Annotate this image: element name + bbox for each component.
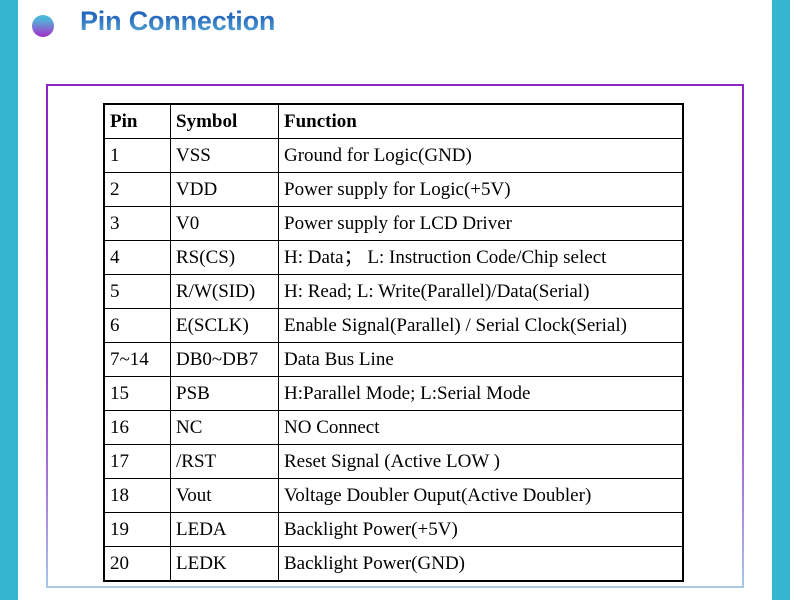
cell-function: Data Bus Line: [278, 342, 683, 377]
cell-symbol: LEDK: [170, 546, 279, 581]
cell-symbol: /RST: [170, 444, 279, 479]
cell-symbol: R/W(SID): [170, 274, 279, 309]
cell-function: Power supply for Logic(+5V): [278, 172, 683, 207]
cell-function: Reset Signal (Active LOW ): [278, 444, 683, 479]
cell-function: NO Connect: [278, 410, 683, 445]
cell-symbol: VDD: [170, 172, 279, 207]
cell-pin: 17: [104, 444, 171, 479]
cell-function: Backlight Power(GND): [278, 546, 683, 581]
cell-function: Enable Signal(Parallel) / Serial Clock(S…: [278, 308, 683, 343]
cell-pin: 6: [104, 308, 171, 343]
cell-function: H:Parallel Mode; L:Serial Mode: [278, 376, 683, 411]
cell-pin: 19: [104, 512, 171, 547]
cell-pin: 5: [104, 274, 171, 309]
column-header-symbol: Symbol: [170, 104, 279, 139]
column-header-pin: Pin: [104, 104, 171, 139]
cell-pin: 16: [104, 410, 171, 445]
cell-pin: 20: [104, 546, 171, 581]
column-header-function: Function: [278, 104, 683, 139]
left-accent-bar: [0, 0, 18, 600]
bullet-circle-icon: [32, 15, 54, 37]
page-title: Pin Connection: [80, 6, 276, 36]
cell-pin: 15: [104, 376, 171, 411]
cell-symbol: E(SCLK): [170, 308, 279, 343]
cell-symbol: V0: [170, 206, 279, 241]
cell-pin: 3: [104, 206, 171, 241]
cell-symbol: LEDA: [170, 512, 279, 547]
cell-pin: 7~14: [104, 342, 171, 377]
cell-function: Backlight Power(+5V): [278, 512, 683, 547]
cell-symbol: RS(CS): [170, 240, 279, 275]
right-accent-bar: [772, 0, 790, 600]
cell-function: H: Data； L: Instruction Code/Chip select: [278, 240, 683, 275]
cell-symbol: PSB: [170, 376, 279, 411]
cell-function: Ground for Logic(GND): [278, 138, 683, 173]
cell-pin: 4: [104, 240, 171, 275]
table-header-row: Pin Symbol Function: [104, 104, 683, 139]
cell-pin: 2: [104, 172, 171, 207]
cell-pin: 18: [104, 478, 171, 513]
cell-pin: 1: [104, 138, 171, 173]
cell-function: Voltage Doubler Ouput(Active Doubler): [278, 478, 683, 513]
cell-symbol: NC: [170, 410, 279, 445]
cell-function: H: Read; L: Write(Parallel)/Data(Serial): [278, 274, 683, 309]
cell-symbol: DB0~DB7: [170, 342, 279, 377]
slide-header: Pin Connection: [0, 0, 790, 62]
cell-function: Power supply for LCD Driver: [278, 206, 683, 241]
cell-symbol: Vout: [170, 478, 279, 513]
cell-symbol: VSS: [170, 138, 279, 173]
